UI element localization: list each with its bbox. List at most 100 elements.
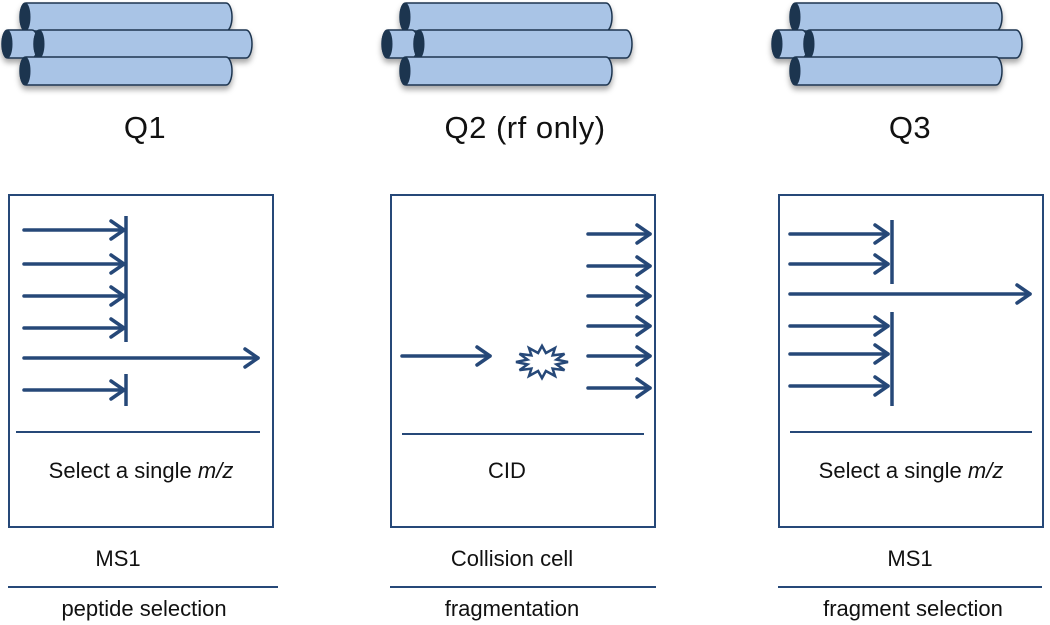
rod-bottom-end: [789, 56, 801, 86]
rod-left-short-end: [381, 29, 393, 59]
fragment-ion-arrow-5: [586, 345, 652, 367]
rod-bottom-body: [789, 56, 1003, 86]
q3-caption-mz: m/z: [967, 458, 1004, 483]
selected-fragment-arrow: [788, 283, 1032, 305]
q3-quadrupole-rods: [771, 2, 1023, 86]
q2-caption-text: CID: [488, 458, 526, 483]
q2-role-label: fragmentation: [444, 596, 580, 621]
rod-middle-body: [803, 29, 1023, 59]
rod-bottom-body: [19, 56, 233, 86]
q3-role-label: fragment selection: [823, 596, 1003, 621]
rod-left-short: [381, 29, 419, 59]
rod-group: [771, 2, 1023, 86]
rod-bottom-body: [399, 56, 613, 86]
precursor-ion-arrow: [400, 345, 492, 367]
rod-group: [381, 2, 633, 86]
q2-quadrupole-rods: [381, 2, 633, 86]
fragment-ion-arrow-6: [586, 377, 652, 399]
rod-bottom: [19, 56, 233, 86]
q2-ion-paths: [400, 223, 652, 435]
rod-bottom-end: [399, 56, 411, 86]
fragment-ion-arrow-4: [586, 315, 652, 337]
blocked-ion-arrow-4: [22, 317, 126, 339]
blocked-ion-arrow-1-head: [109, 219, 126, 241]
selected-fragment-arrow-head: [1015, 283, 1032, 305]
blocked-ion-arrow-3: [22, 285, 126, 307]
q1-function-label: MS1: [95, 546, 141, 571]
rod-middle-end: [33, 29, 45, 59]
q3-caption-text: Select a single: [818, 458, 968, 483]
blocked-ion-arrow-3-head: [109, 285, 126, 307]
collision-burst: [515, 343, 569, 381]
rod-top-body: [399, 2, 613, 32]
fragment-ion-arrow-2: [586, 255, 652, 277]
blocked-ion-arrow-2: [22, 253, 126, 275]
q2-function-rule: [390, 586, 656, 588]
blocked-fragment-arrow-4-head: [873, 343, 890, 365]
rod-left-short-end: [1, 29, 13, 59]
rod-left-short: [771, 29, 809, 59]
q2-column: Q2 (rf only) CID Collision cell fragment…: [380, 0, 670, 625]
rod-middle-body: [33, 29, 253, 59]
q1-caption-mz: m/z: [197, 458, 234, 483]
rod-middle: [413, 29, 633, 59]
q1-title: Q1: [123, 110, 167, 145]
precursor-ion-arrow-head: [475, 345, 492, 367]
q2-caption: CID: [392, 458, 622, 484]
fragment-ion-arrow-1-head: [635, 223, 652, 245]
rod-bottom: [399, 56, 613, 86]
rod-group: [1, 2, 253, 86]
blocked-fragment-arrow-1-head: [873, 223, 890, 245]
q1-quadrupole-rods: [1, 2, 253, 86]
fragment-ion-arrow-2-head: [635, 255, 652, 277]
rod-middle-end: [803, 29, 815, 59]
blocked-fragment-arrow-4: [788, 343, 890, 365]
q3-filter-box: Select a single m/z: [778, 194, 1044, 528]
q3-function-label: MS1: [887, 546, 933, 571]
q2-title: Q2 (rf only): [444, 110, 606, 145]
rod-bottom-end: [19, 56, 31, 86]
q3-function-rule: [778, 586, 1042, 588]
fragment-ion-arrow-3: [586, 285, 652, 307]
blocked-ion-arrow-5: [22, 379, 126, 401]
rod-left-short-end: [771, 29, 783, 59]
rod-left-short: [1, 29, 39, 59]
rod-top-end: [399, 2, 411, 32]
q1-role-label: peptide selection: [61, 596, 227, 621]
rod-top-end: [789, 2, 801, 32]
fragment-ion-arrow-1: [586, 223, 652, 245]
blocked-fragment-arrow-2-head: [873, 253, 890, 275]
rod-top-end: [19, 2, 31, 32]
rod-middle-end: [413, 29, 425, 59]
rod-top-body: [789, 2, 1003, 32]
rod-middle: [33, 29, 253, 59]
blocked-fragment-arrow-2: [788, 253, 890, 275]
q2-collision-box: CID: [390, 194, 656, 528]
rod-top: [789, 2, 1003, 32]
rod-bottom: [789, 56, 1003, 86]
q1-caption-text: Select a single: [48, 458, 198, 483]
rod-middle-body: [413, 29, 633, 59]
q1-function-rule: [8, 586, 278, 588]
q3-caption: Select a single m/z: [780, 458, 1042, 484]
rod-middle: [803, 29, 1023, 59]
q2-function-label: Collision cell: [450, 546, 574, 571]
fragment-ion-arrow-5-head: [635, 345, 652, 367]
q1-filter-box: Select a single m/z: [8, 194, 274, 528]
q1-column: Q1 Select a single m/z MS1 peptide selec…: [0, 0, 290, 625]
blocked-ion-arrow-4-head: [109, 317, 126, 339]
selected-ion-arrow: [22, 347, 260, 369]
fragment-ion-arrow-6-head: [635, 377, 652, 399]
blocked-fragment-arrow-5-head: [873, 375, 890, 397]
blocked-fragment-arrow-3-head: [873, 315, 890, 337]
q3-column: Q3 Select a single m/z MS1 fragment sele…: [770, 0, 1050, 625]
rod-top: [19, 2, 233, 32]
q1-ion-paths: [16, 216, 260, 433]
rod-top-body: [19, 2, 233, 32]
selected-ion-arrow-head: [243, 347, 260, 369]
q3-title: Q3: [888, 110, 932, 145]
q3-ion-paths: [788, 220, 1032, 433]
blocked-ion-arrow-5-head: [109, 379, 126, 401]
blocked-fragment-arrow-1: [788, 223, 890, 245]
